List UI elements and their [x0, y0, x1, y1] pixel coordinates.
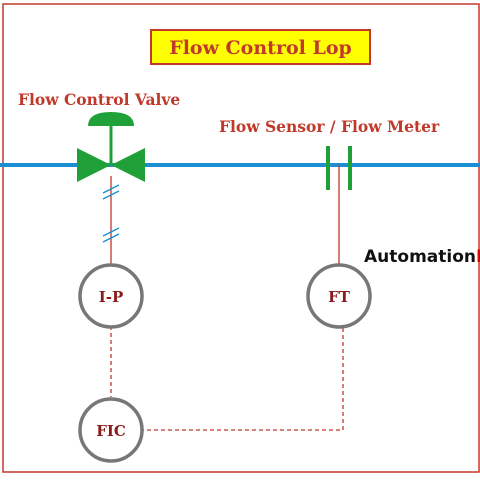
ft-label: FT — [328, 288, 351, 306]
valve-body-left — [77, 148, 111, 182]
watermark-automation: Automation — [364, 247, 476, 267]
flow-transmitter: FT — [306, 263, 372, 329]
ft-circle — [306, 263, 372, 329]
flow-control-valve — [77, 112, 145, 182]
sensor-label: Flow Sensor / Flow Meter — [219, 117, 440, 136]
ip-transducer: I-P — [78, 263, 144, 329]
fic-circle — [78, 397, 144, 463]
ft-fic-dashed-line — [143, 328, 344, 431]
flow-controller: FIC — [78, 397, 144, 463]
diagram-border — [2, 3, 480, 473]
valve-actuator — [88, 112, 134, 126]
watermark: AutomationFo — [364, 247, 480, 267]
ip-label: I-P — [99, 288, 124, 306]
diagram-title: Flow Control Lop — [169, 37, 352, 59]
fic-label: FIC — [96, 422, 126, 440]
flow-sensor — [326, 146, 352, 190]
valve-label: Flow Control Valve — [18, 90, 180, 109]
watermark-suffix: Fo — [476, 247, 480, 267]
ip-circle — [78, 263, 144, 329]
valve-body-right — [111, 148, 145, 182]
title-box — [150, 29, 371, 65]
pneumatic-signal-marks — [102, 184, 120, 243]
